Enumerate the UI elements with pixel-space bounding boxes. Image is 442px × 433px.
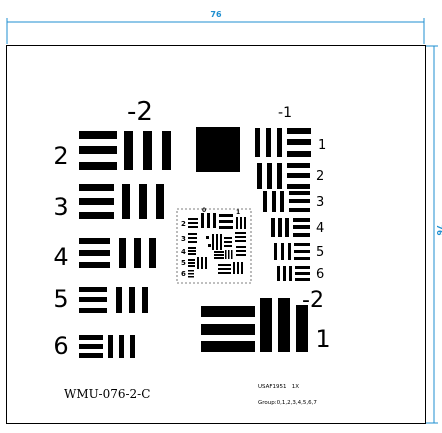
group-label-minus1: -1 <box>278 105 292 121</box>
top-dimension-label: 76 <box>210 10 222 19</box>
group-label-minus2: -2 <box>127 97 153 127</box>
bars-group-minus1-element5 <box>274 243 310 260</box>
right-element-1: 1 <box>318 138 326 153</box>
left-element-6: 6 <box>53 332 68 360</box>
bars-group-minus2-element5 <box>79 287 148 313</box>
right-element-3: 3 <box>316 195 324 210</box>
bars-group-minus1-element4 <box>271 218 310 237</box>
bars-group-minus1-element2 <box>257 163 310 189</box>
center-top-label-0: 0 <box>202 207 206 214</box>
group-label-minus2-lower: -2 <box>302 288 324 313</box>
center-target-frame <box>176 208 252 284</box>
bars-group-minus1-element1 <box>255 128 311 157</box>
groups-label: Group:0,1,2,3,4,5,6,7 <box>258 400 317 406</box>
bars-group-minus1-element6 <box>277 266 310 281</box>
left-element-5: 5 <box>53 285 68 313</box>
bars-lower-large-element1 <box>201 298 308 352</box>
bars-group-minus2-element3 <box>79 184 164 219</box>
left-element-3: 3 <box>53 193 68 221</box>
left-element-2: 2 <box>53 142 68 170</box>
left-element-4: 4 <box>53 243 68 271</box>
right-dimension <box>426 45 438 424</box>
center-small-target <box>188 213 246 278</box>
right-element-4: 4 <box>316 221 324 236</box>
center-left-element-4: 4 <box>181 248 186 256</box>
right-element-5: 5 <box>316 245 324 260</box>
bars-group-minus2-element4 <box>79 238 156 268</box>
center-left-element-2: 2 <box>181 220 186 228</box>
part-number: WMU-076-2-C <box>64 387 150 401</box>
center-left-element-5: 5 <box>181 259 186 267</box>
lower-element-1: 1 <box>315 325 330 353</box>
target-border <box>6 45 426 424</box>
reference-square <box>196 127 240 172</box>
center-top-label-1: 1 <box>236 209 240 216</box>
top-dimension <box>6 18 425 44</box>
bars-group-minus2-element6 <box>79 335 135 358</box>
right-dimension-label: 76 <box>435 224 442 236</box>
center-left-element-6: 6 <box>181 270 186 278</box>
right-element-6: 6 <box>316 267 324 282</box>
center-left-element-3: 3 <box>181 235 186 243</box>
standard-label: USAF1951 1X <box>258 384 299 390</box>
bars-group-minus1-element3 <box>263 191 310 212</box>
bars-group-minus2-element2 <box>79 131 171 170</box>
right-element-2: 2 <box>316 169 324 184</box>
